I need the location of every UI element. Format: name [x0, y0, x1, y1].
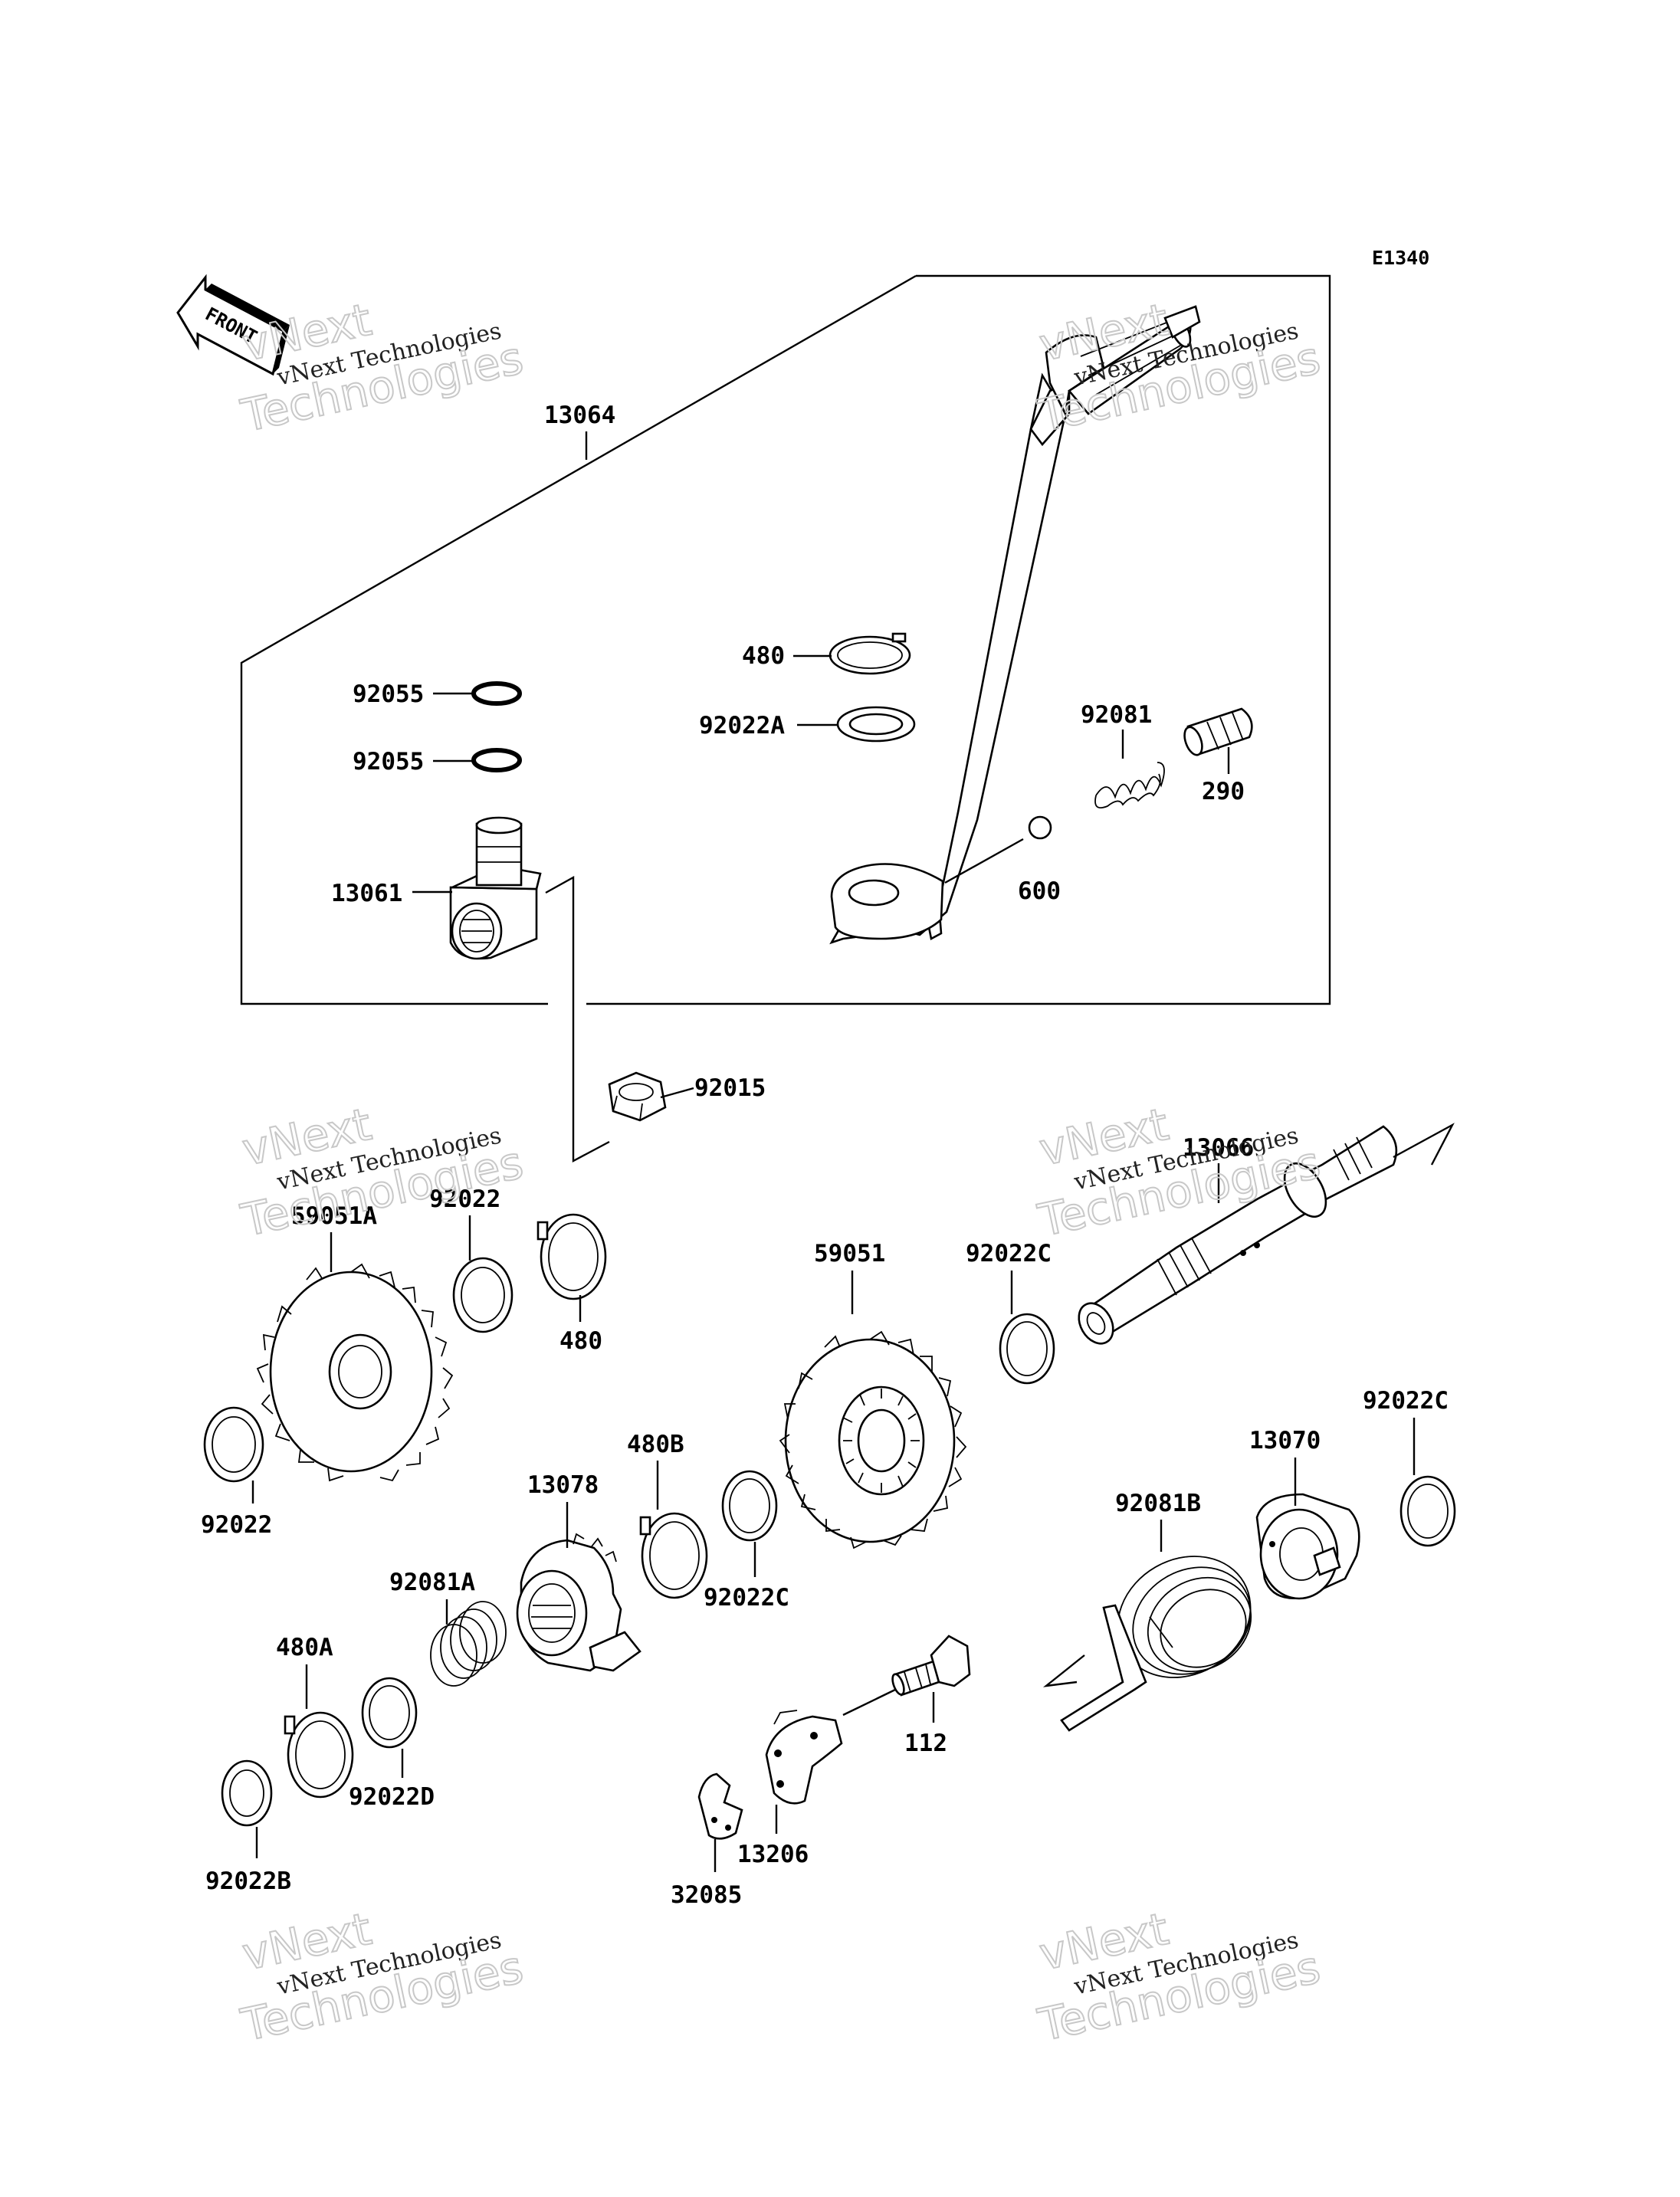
- torsion-spring-92081B: [1060, 1556, 1252, 1732]
- kick-shaft-13066: [1078, 1125, 1398, 1345]
- o-ring-92055-b: [471, 748, 522, 772]
- pin-290: [1183, 707, 1253, 756]
- watermark-bottom-right: vNext vNext Technologies Technologies: [1033, 1902, 1326, 2052]
- part-label-92022D: 92022D: [349, 1783, 435, 1811]
- kick-pedal-lever: [829, 305, 1201, 945]
- spring-92081A: [430, 1601, 507, 1687]
- part-label-13070: 13070: [1249, 1427, 1321, 1454]
- part-label-59051A: 59051A: [291, 1202, 377, 1230]
- part-label-92022C-a: 92022C: [966, 1240, 1052, 1267]
- part-label-13061: 13061: [331, 880, 402, 907]
- bolt-112: [891, 1635, 971, 1697]
- washer-92022C-a: [999, 1313, 1055, 1385]
- washer-92022-top: [452, 1257, 514, 1333]
- diagram-code: E1340: [1372, 247, 1429, 269]
- part-label-13206: 13206: [737, 1841, 809, 1868]
- watermark-top-right: vNext vNext Technologies Technologies: [1033, 293, 1326, 443]
- washer-92022C-b: [1399, 1475, 1456, 1547]
- part-label-92022C-c: 92022C: [704, 1584, 789, 1612]
- part-label-92022B: 92022B: [205, 1867, 291, 1895]
- guide-32085: [697, 1772, 743, 1840]
- part-label-92022A: 92022A: [699, 712, 785, 739]
- part-label-92055-a: 92055: [353, 680, 424, 708]
- holder-13070: [1255, 1493, 1360, 1600]
- part-label-112: 112: [904, 1730, 947, 1757]
- nut-92015: [608, 1071, 667, 1122]
- watermark-top-left: vNext vNext Technologies Technologies: [236, 293, 529, 443]
- part-label-480-mid: 480: [559, 1327, 602, 1355]
- ball-600: [1028, 815, 1052, 840]
- part-label-600: 600: [1018, 877, 1061, 905]
- part-label-13078: 13078: [527, 1471, 599, 1499]
- part-label-92081A: 92081A: [389, 1569, 475, 1596]
- spring-92081: [1094, 762, 1165, 809]
- washer-92022C-c: [721, 1470, 778, 1542]
- assembly-frame: [586, 274, 1331, 1005]
- part-label-92081B: 92081B: [1115, 1490, 1201, 1517]
- watermark-bottom-left: vNext vNext Technologies Technologies: [236, 1902, 529, 2052]
- part-label-13066: 13066: [1183, 1134, 1254, 1162]
- part-label-92055-b: 92055: [353, 748, 424, 776]
- part-label-59051: 59051: [814, 1240, 885, 1267]
- part-label-480B: 480B: [627, 1431, 684, 1458]
- circlip-480-mid: [540, 1213, 607, 1300]
- part-label-480-top: 480: [742, 642, 785, 670]
- o-ring-92055-a: [471, 681, 522, 706]
- ratchet-13078: [516, 1533, 641, 1672]
- part-label-92081: 92081: [1081, 701, 1152, 729]
- gear-59051: [779, 1330, 967, 1549]
- front-arrow-icon: FRONT: [176, 274, 290, 376]
- part-label-13064: 13064: [544, 402, 615, 429]
- washer-92022-left: [203, 1406, 264, 1483]
- assembly-frame-left: [240, 274, 917, 1005]
- pedal-shaft-13061: [449, 816, 542, 960]
- part-label-92015: 92015: [694, 1074, 766, 1102]
- gear-59051A: [256, 1263, 454, 1482]
- circlip-480A: [287, 1711, 354, 1799]
- part-label-32085: 32085: [671, 1881, 742, 1909]
- circlip-480B: [641, 1512, 708, 1599]
- plate-13206: [765, 1710, 843, 1805]
- part-label-290: 290: [1202, 778, 1245, 805]
- washer-92022D: [361, 1677, 418, 1749]
- part-label-92022-left: 92022: [201, 1511, 272, 1539]
- part-label-92022-top: 92022: [429, 1185, 500, 1213]
- part-label-480A: 480A: [276, 1634, 333, 1661]
- part-label-92022C-b: 92022C: [1363, 1387, 1449, 1415]
